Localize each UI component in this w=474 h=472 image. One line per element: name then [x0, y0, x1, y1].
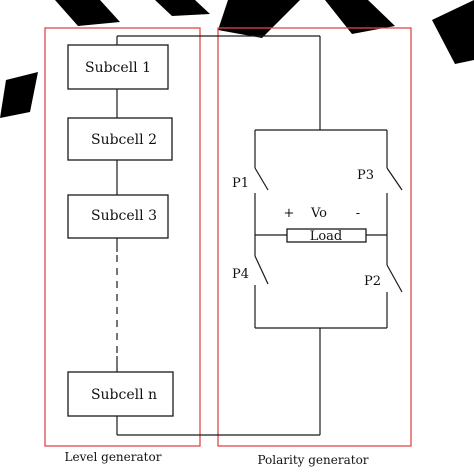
decoration-stroke: [218, 0, 300, 38]
subcell-n: Subcell n: [67, 371, 174, 417]
decoration-stroke: [432, 0, 474, 64]
switch-p4: P4: [232, 255, 269, 285]
switch-p1-label: P1: [232, 176, 249, 191]
decoration-stroke: [325, 0, 395, 34]
decoration-stroke: [155, 0, 210, 16]
h-bridge: [254, 129, 388, 329]
subcell-n-label: Subcell n: [91, 387, 157, 403]
switch-p1: P1: [232, 167, 269, 191]
subcell-3: Subcell 3: [67, 194, 169, 239]
subcell-1-label: Subcell 1: [85, 60, 151, 76]
decoration-stroke: [0, 72, 38, 118]
load-resistor: [286, 228, 367, 243]
switch-p2: P2: [364, 264, 403, 293]
voltage-label: Vo: [310, 206, 327, 221]
switch-p2-label: P2: [364, 274, 381, 289]
voltage-plus: +: [284, 206, 295, 221]
subcell-3-label: Subcell 3: [91, 208, 157, 224]
load-branch: Load + Vo -: [255, 206, 387, 244]
switch-p3-label: P3: [357, 168, 374, 183]
load-label: Load: [310, 229, 343, 244]
switch-p4-label: P4: [232, 267, 249, 282]
subcell-2-label: Subcell 2: [91, 132, 157, 148]
decoration-stroke: [55, 0, 120, 26]
switch-p3: P3: [357, 167, 403, 191]
subcell-2: Subcell 2: [67, 117, 173, 161]
polarity-generator-caption: Polarity generator: [257, 453, 368, 467]
voltage-minus: -: [356, 206, 360, 221]
level-generator-caption: Level generator: [65, 450, 162, 464]
polarity-generator-frame: [217, 27, 412, 447]
chain-wires: [116, 35, 321, 436]
subcell-1: Subcell 1: [67, 44, 169, 90]
level-generator-frame: [44, 27, 201, 447]
